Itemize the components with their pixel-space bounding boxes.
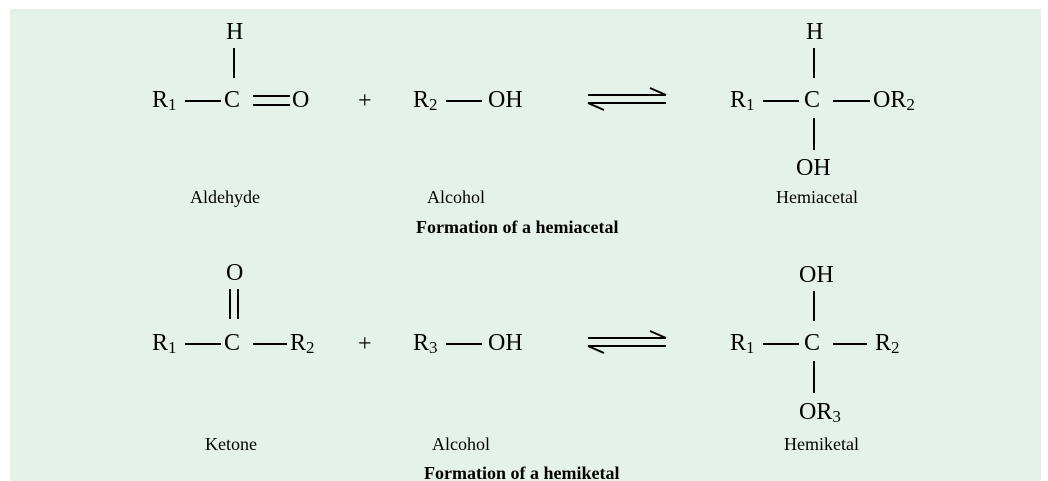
hemiketal-r1-group: R1 — [730, 330, 755, 357]
ketone-o-atom: O — [226, 260, 244, 286]
hemiacetal-coh-bond — [813, 118, 815, 150]
alcohol-r2o-bond — [446, 100, 482, 102]
alcohol-r3o-bond — [446, 343, 482, 345]
hemiketal-title: Formation of a hemiketal — [424, 463, 620, 481]
hemiacetal-r1c-bond — [763, 100, 799, 102]
plus-sign-1: + — [358, 88, 372, 114]
hemiacetal-r1-group: R1 — [730, 87, 755, 114]
aldehyde-label: Aldehyde — [190, 187, 260, 207]
hemiacetal-or2-group: OR2 — [873, 87, 915, 114]
aldehyde-co-double-bond-upper — [253, 95, 290, 97]
ketone-co-double-bond-right — [237, 289, 239, 319]
hemiketal-r2-group: R2 — [875, 330, 900, 357]
aldehyde-r1-group: R1 — [152, 87, 177, 114]
alcohol-label-1: Alcohol — [427, 187, 485, 207]
ketone-r1-group: R1 — [152, 330, 177, 357]
aldehyde-co-double-bond-lower — [253, 104, 290, 106]
hemiketal-cor3-bond — [813, 361, 815, 393]
alcohol-r3-group: R3 — [413, 330, 438, 357]
hemiacetal-label: Hemiacetal — [776, 187, 858, 207]
hemiketal-coh-bond — [813, 291, 815, 321]
hemiketal-cr2-bond — [833, 343, 867, 345]
hemiacetal-co-bond — [833, 100, 870, 102]
plus-sign-2: + — [358, 331, 372, 357]
hemiketal-label: Hemiketal — [784, 434, 859, 454]
hemiacetal-title: Formation of a hemiacetal — [416, 217, 619, 237]
alcohol-r2-group: R2 — [413, 87, 438, 114]
hemiketal-c-atom: C — [804, 330, 821, 356]
aldehyde-h-atom: H — [226, 19, 244, 45]
equilibrium-arrow-2 — [587, 330, 667, 354]
ketone-cr2-bond — [253, 343, 287, 345]
ketone-r1c-bond — [185, 343, 221, 345]
aldehyde-r1c-bond — [185, 100, 221, 102]
hemiketal-r1c-bond — [763, 343, 799, 345]
alcohol-oh-group-2: OH — [488, 330, 523, 356]
hemiacetal-oh-group: OH — [796, 155, 831, 181]
ketone-co-double-bond-left — [229, 289, 231, 319]
ketone-r2-group: R2 — [290, 330, 315, 357]
ketone-label: Ketone — [205, 434, 257, 454]
hemiacetal-h-atom: H — [806, 19, 824, 45]
hemiacetal-c-atom: C — [804, 87, 821, 113]
hemiacetal-ch-bond — [813, 48, 815, 78]
diagram-panel — [10, 9, 1041, 481]
equilibrium-arrow-1 — [587, 87, 667, 111]
hemiketal-or3-group: OR3 — [799, 399, 841, 426]
aldehyde-c-atom: C — [224, 87, 241, 113]
ketone-c-atom: C — [224, 330, 241, 356]
aldehyde-ch-bond — [233, 48, 235, 78]
alcohol-oh-group: OH — [488, 87, 523, 113]
alcohol-label-2: Alcohol — [432, 434, 490, 454]
aldehyde-o-atom: O — [292, 87, 310, 113]
hemiketal-oh-group: OH — [799, 262, 834, 288]
